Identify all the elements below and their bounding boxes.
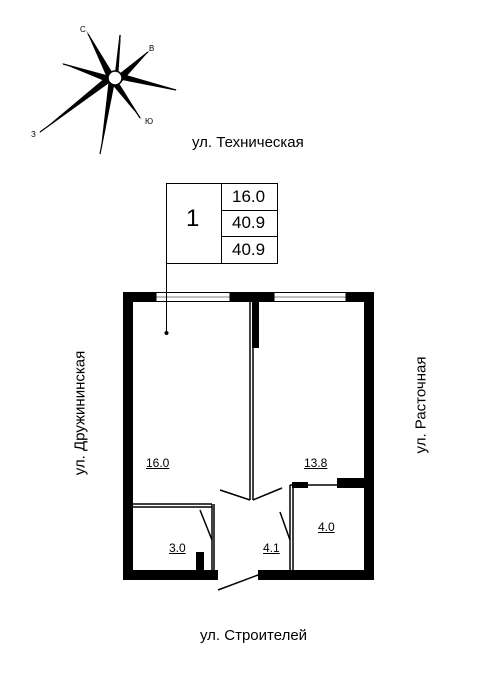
street-name-right: ул. Расточная: [412, 356, 430, 454]
table-value-area-with-balcony: 40.9: [232, 240, 266, 259]
room-area-living-room: 16.0: [146, 456, 170, 470]
door-swings: [199, 487, 291, 591]
table-pointer-dot: [164, 331, 169, 335]
compass-east-label: В: [149, 44, 154, 53]
compass-west-label: З: [31, 130, 36, 139]
windows: [155, 292, 347, 302]
room-area-bathroom: 4.0: [318, 520, 335, 534]
street-name-top: ул. Техническая: [192, 134, 304, 151]
room-area-hallway: 4.1: [263, 541, 280, 555]
table-value-total-area: 40.9: [232, 213, 266, 232]
apartment-info-table: [166, 183, 278, 333]
room-area-storage: 3.0: [169, 541, 186, 555]
table-value-living-area: 16.0: [232, 187, 266, 206]
walls: [123, 292, 374, 580]
compass-rose-icon: С В Ю З: [31, 25, 178, 156]
compass-north-label: С: [80, 25, 86, 34]
apartment-number: 1: [186, 205, 200, 232]
room-area-kitchen: 13.8: [304, 456, 328, 470]
street-name-left: ул. Дружининская: [71, 350, 89, 476]
partitions: [133, 302, 337, 570]
compass-south-label: Ю: [145, 117, 153, 126]
street-name-bottom: ул. Строителей: [200, 627, 308, 644]
